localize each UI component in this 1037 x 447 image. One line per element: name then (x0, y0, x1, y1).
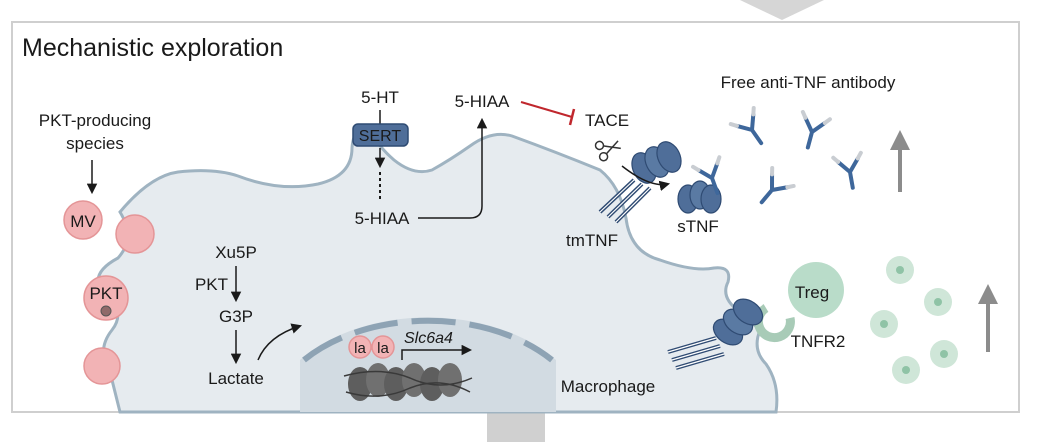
pkt-vesicle (83, 275, 129, 321)
antibody-icon (759, 165, 796, 205)
panel-title: Mechanistic exploration (22, 34, 283, 62)
flow-arrow-bottom (487, 412, 545, 442)
transcription-start-arrow (401, 344, 473, 360)
la-label-1: la (354, 340, 366, 357)
antibody-icon (691, 155, 722, 196)
hiaa-export-arrow (418, 117, 488, 219)
hiaa-inhibits-tace (520, 101, 573, 118)
xu5p-label: Xu5P (215, 243, 257, 262)
antibody-icon (728, 106, 764, 146)
vesicle-1 (115, 214, 155, 254)
antibody-group (691, 106, 863, 205)
la-label-2: la (377, 340, 389, 357)
stnf-label: sTNF (677, 217, 719, 236)
pkt-vesicle-label: PKT (89, 284, 122, 303)
free-antibody-label: Free anti-TNF antibody (721, 73, 896, 92)
pkt-producing-line1: PKT-producing (39, 111, 151, 130)
macrophage-tmtnf (667, 298, 764, 370)
sert-label: SERT (359, 128, 402, 145)
lactate-label: Lactate (208, 369, 264, 388)
tace-label: TACE (585, 111, 629, 130)
macrophage-label: Macrophage (561, 377, 656, 396)
tnfr2-label: TNFR2 (791, 332, 846, 351)
chromatin (343, 363, 473, 401)
la-factor-1 (348, 335, 372, 359)
flow-arrow-top (740, 0, 824, 20)
la-factor-2 (371, 335, 395, 359)
pkt-producing-line2: species (66, 134, 124, 153)
vesicle-2 (83, 347, 121, 385)
hiaa-outer-label: 5-HIAA (455, 92, 510, 111)
treg-population (870, 256, 958, 384)
serotonin-label: 5-HT (361, 88, 399, 107)
pkt-core (100, 305, 112, 317)
nuclear-envelope (302, 317, 554, 363)
mv-label: MV (70, 212, 96, 231)
lactate-to-nucleus-arrow (257, 323, 303, 361)
tmtnf-label: tmTNF (566, 231, 618, 250)
treg-label: Treg (795, 283, 829, 302)
antibody-icon (800, 109, 832, 150)
mv-vesicle (63, 200, 103, 240)
treg-cell (788, 262, 844, 318)
antibody-icon (831, 150, 863, 190)
inhibition-bar (568, 108, 576, 126)
g3p-label: G3P (219, 307, 253, 326)
shedding-arrow (621, 165, 671, 191)
tmtnf-trimer (598, 141, 682, 224)
scissors-icon (594, 140, 621, 162)
pkt-enzyme-label: PKT (195, 275, 228, 294)
hiaa-inner-label: 5-HIAA (355, 209, 410, 228)
sert-transporter (352, 123, 409, 147)
gene-label: Slc6a4 (404, 330, 453, 347)
